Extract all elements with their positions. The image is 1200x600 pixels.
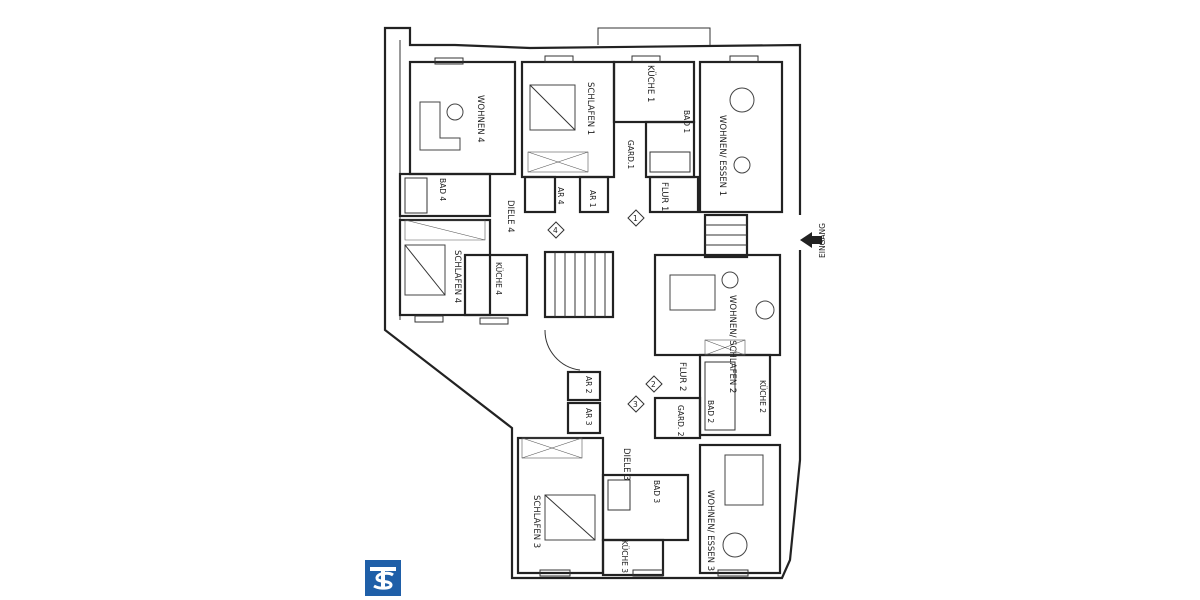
staircase: [543, 213, 749, 371]
storage-rooms: [566, 370, 602, 435]
label-garderobe2: GARD. 2: [676, 405, 685, 437]
label-ar1: AR 1: [588, 190, 597, 208]
apartment-3: [516, 436, 782, 577]
label-schlafen1: SCHLAFEN 1: [585, 82, 595, 135]
svg-text:3: 3: [633, 400, 638, 409]
entrance-arrow-icon: [800, 232, 822, 248]
room-labels: WOHNEN 4 SCHLAFEN 1 KÜCHE 1 BAD 1 GARD.1…: [438, 65, 767, 573]
svg-text:1: 1: [633, 214, 638, 223]
label-kueche2: KÜCHE 2: [758, 380, 767, 413]
label-bad1: BAD 1: [682, 110, 691, 133]
marker-3: 3: [627, 395, 645, 413]
marker-2: 2: [645, 375, 663, 393]
label-garderobe1: GARD.1: [626, 140, 635, 169]
label-kueche1: KÜCHE 1: [645, 65, 656, 102]
apartment-4: [398, 60, 529, 317]
label-ar2: AR 2: [584, 376, 593, 394]
label-diele4: DIELE 4: [505, 200, 515, 233]
label-bad3: BAD 3: [652, 480, 661, 503]
windows: [414, 55, 759, 577]
label-wohnen-schlafen2: WOHNEN/ SCHLAFEN 2: [727, 295, 737, 393]
entrance: EINGANG: [800, 223, 827, 258]
label-bad2: BAD 2: [706, 400, 715, 423]
label-schlafen3: SCHLAFEN 3: [531, 495, 541, 548]
label-schlafen4: SCHLAFEN 4: [452, 250, 462, 303]
label-ar3: AR 3: [584, 408, 593, 426]
ts-logo-icon: [365, 560, 401, 596]
label-wohnen-essen3: WOHNEN/ ESSEN 3: [705, 490, 715, 571]
svg-text:4: 4: [553, 226, 558, 235]
label-kueche4: KÜCHE 4: [494, 262, 503, 295]
entrance-label: EINGANG: [818, 223, 827, 258]
label-wohnen-essen1: WOHNEN/ ESSEN 1: [717, 115, 727, 196]
label-diele3: DIELE 3: [621, 448, 631, 481]
marker-1: 1: [627, 209, 645, 227]
label-ar4: AR 4: [556, 187, 565, 205]
label-flur2: FLUR 2: [677, 362, 687, 391]
ts-logo: [365, 560, 401, 596]
label-kueche3: KÜCHE 3: [620, 540, 629, 573]
label-bad4: BAD 4: [438, 178, 447, 201]
marker-4: 4: [547, 221, 565, 239]
label-wohnen4: WOHNEN 4: [475, 95, 485, 143]
entry-markers: 4 1 2 3: [547, 209, 663, 413]
svg-text:2: 2: [651, 380, 656, 389]
label-flur1: FLUR 1: [659, 182, 669, 211]
apartment-2: [653, 253, 782, 440]
